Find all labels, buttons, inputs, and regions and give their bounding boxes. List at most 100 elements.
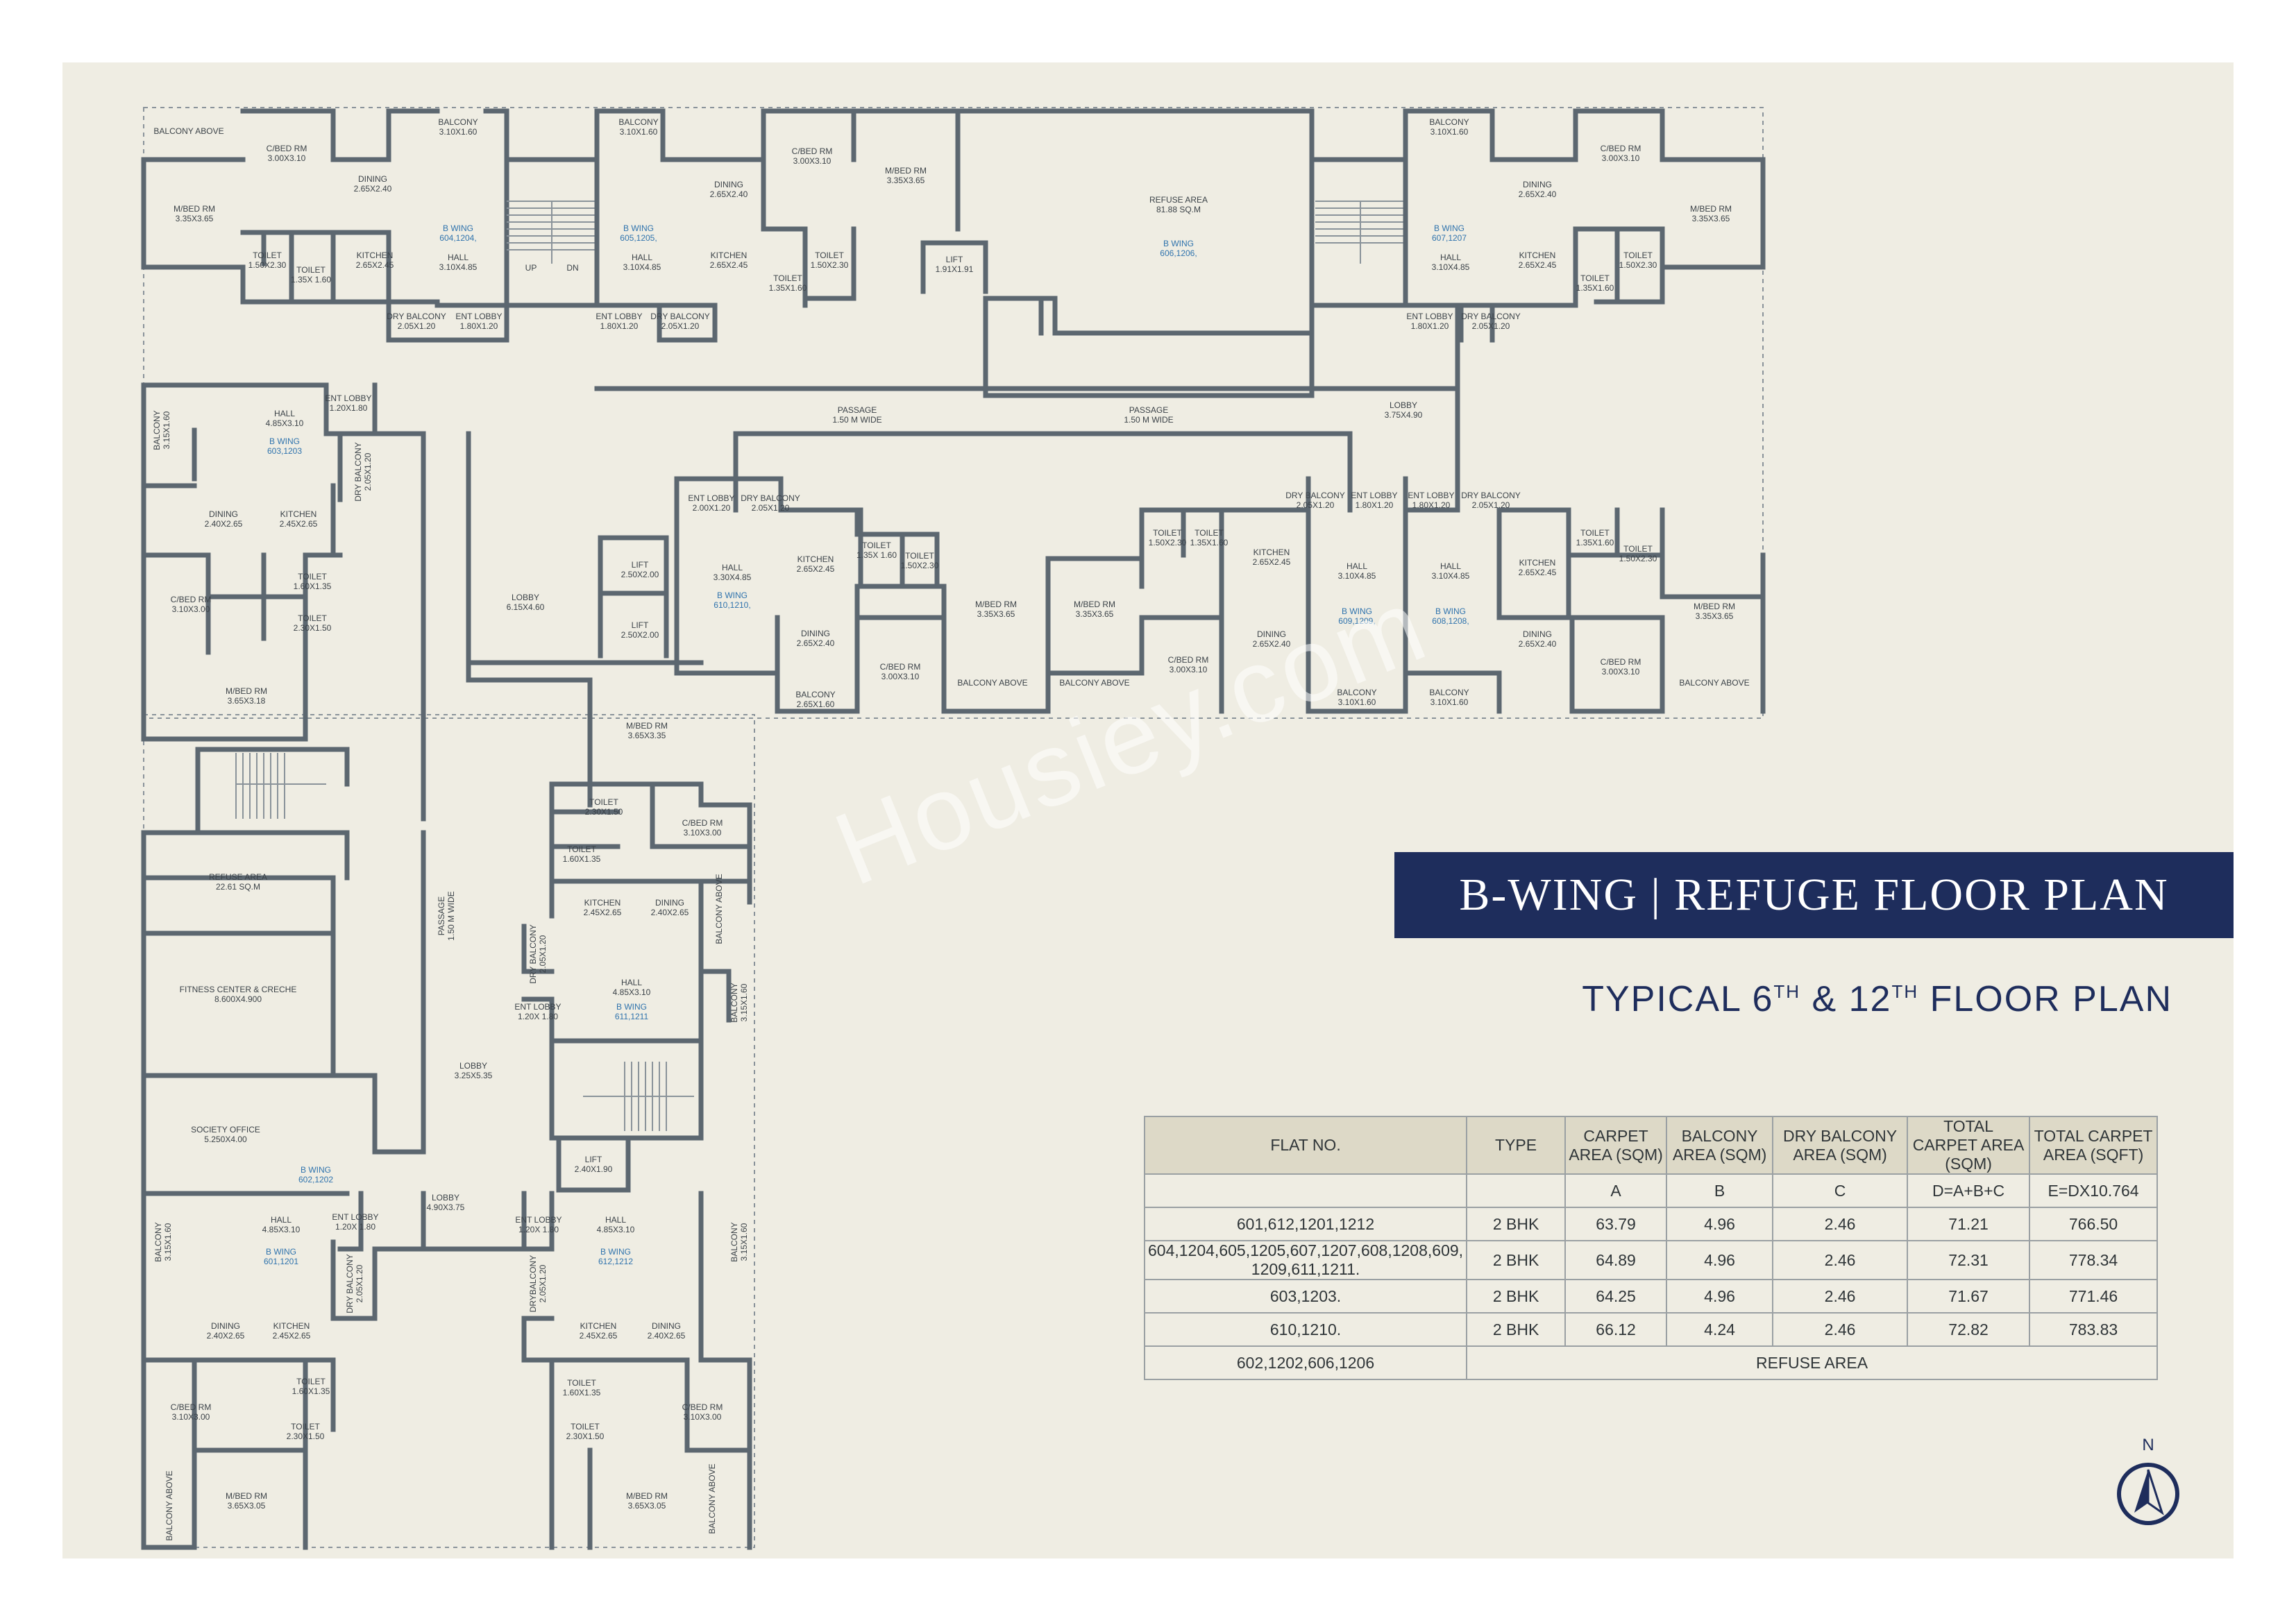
table-cell: 4.24 <box>1666 1312 1774 1347</box>
wall-refuse-top <box>955 108 1315 398</box>
table-cell: 64.89 <box>1564 1240 1668 1280</box>
stair-left <box>195 747 350 835</box>
wall-603 <box>141 382 426 822</box>
wall-link <box>372 1191 527 1252</box>
header-dry-balcony: DRY BALCONY AREA (SQM) <box>1772 1116 1909 1175</box>
room-label-balcony-above-601: BALCONY ABOVE <box>164 1470 174 1540</box>
table-row: 604,1204,605,1205,607,1207,608,1208,609,… <box>1143 1240 2159 1280</box>
table-cell: 766.50 <box>2029 1207 2159 1241</box>
room-label-passage-v: PASSAGE1.50 M WIDE <box>437 891 456 940</box>
stair-top-right <box>1309 108 1408 308</box>
table-cell: 2 BHK <box>1466 1312 1567 1347</box>
table-cell: 2.46 <box>1772 1240 1909 1280</box>
header-type: TYPE <box>1466 1116 1567 1175</box>
formula-cell: B <box>1666 1173 1774 1208</box>
table-cell: 771.46 <box>2029 1279 2159 1314</box>
table-cell: 2.46 <box>1772 1312 1909 1347</box>
room-label-up: UP <box>525 263 537 273</box>
wall-608 <box>1403 476 1766 714</box>
wall-610 <box>674 476 947 714</box>
subtitle-prefix: TYPICAL 6 <box>1582 979 1774 1019</box>
header-total-sqm: TOTAL CARPET AREA (SQM) <box>1907 1116 2031 1175</box>
table-cell: 2 BHK <box>1466 1207 1567 1241</box>
table-cell: 2 BHK <box>1466 1240 1567 1280</box>
room-label-balcony-above-m1: BALCONY ABOVE <box>957 678 1027 688</box>
table-cell: 66.12 <box>1564 1312 1668 1347</box>
table-row: 601,612,1201,1212 2 BHK 63.79 4.96 2.46 … <box>1143 1207 2159 1241</box>
formula-cell <box>1143 1173 1468 1208</box>
header-balcony: BALCONY AREA (SQM) <box>1666 1116 1774 1175</box>
area-table: FLAT NO. TYPE CARPET AREA (SQM) BALCONY … <box>1143 1116 2159 1380</box>
room-label-balcony-611: BALCONY3.15X1.60 <box>729 983 749 1022</box>
stair-central <box>549 1038 704 1193</box>
room-label-balcony-601: BALCONY3.15X1.60 <box>153 1222 173 1261</box>
room-label-dry-601: DRY BALCONY2.05X1.20 <box>345 1254 364 1314</box>
wall-lobby-central <box>466 431 704 808</box>
table-cell: 63.79 <box>1564 1207 1668 1241</box>
subtitle-suffix: FLOOR PLAN <box>1918 979 2172 1019</box>
title-banner: B-WING | REFUGE FLOOR PLAN <box>1394 852 2234 938</box>
north-compass-icon: N <box>2117 1436 2179 1525</box>
subtitle-sup2: TH <box>1891 981 1919 1002</box>
room-label-balcony-above-612: BALCONY ABOVE <box>707 1463 717 1533</box>
room-label-balcony-above-611: BALCONY ABOVE <box>714 874 724 944</box>
wall-601 <box>141 1191 378 1550</box>
page-subtitle: TYPICAL 6TH & 12TH FLOOR PLAN <box>1388 978 2172 1020</box>
table-row-refuge: 602,1202,606,1206 REFUSE AREA <box>1143 1345 2159 1380</box>
